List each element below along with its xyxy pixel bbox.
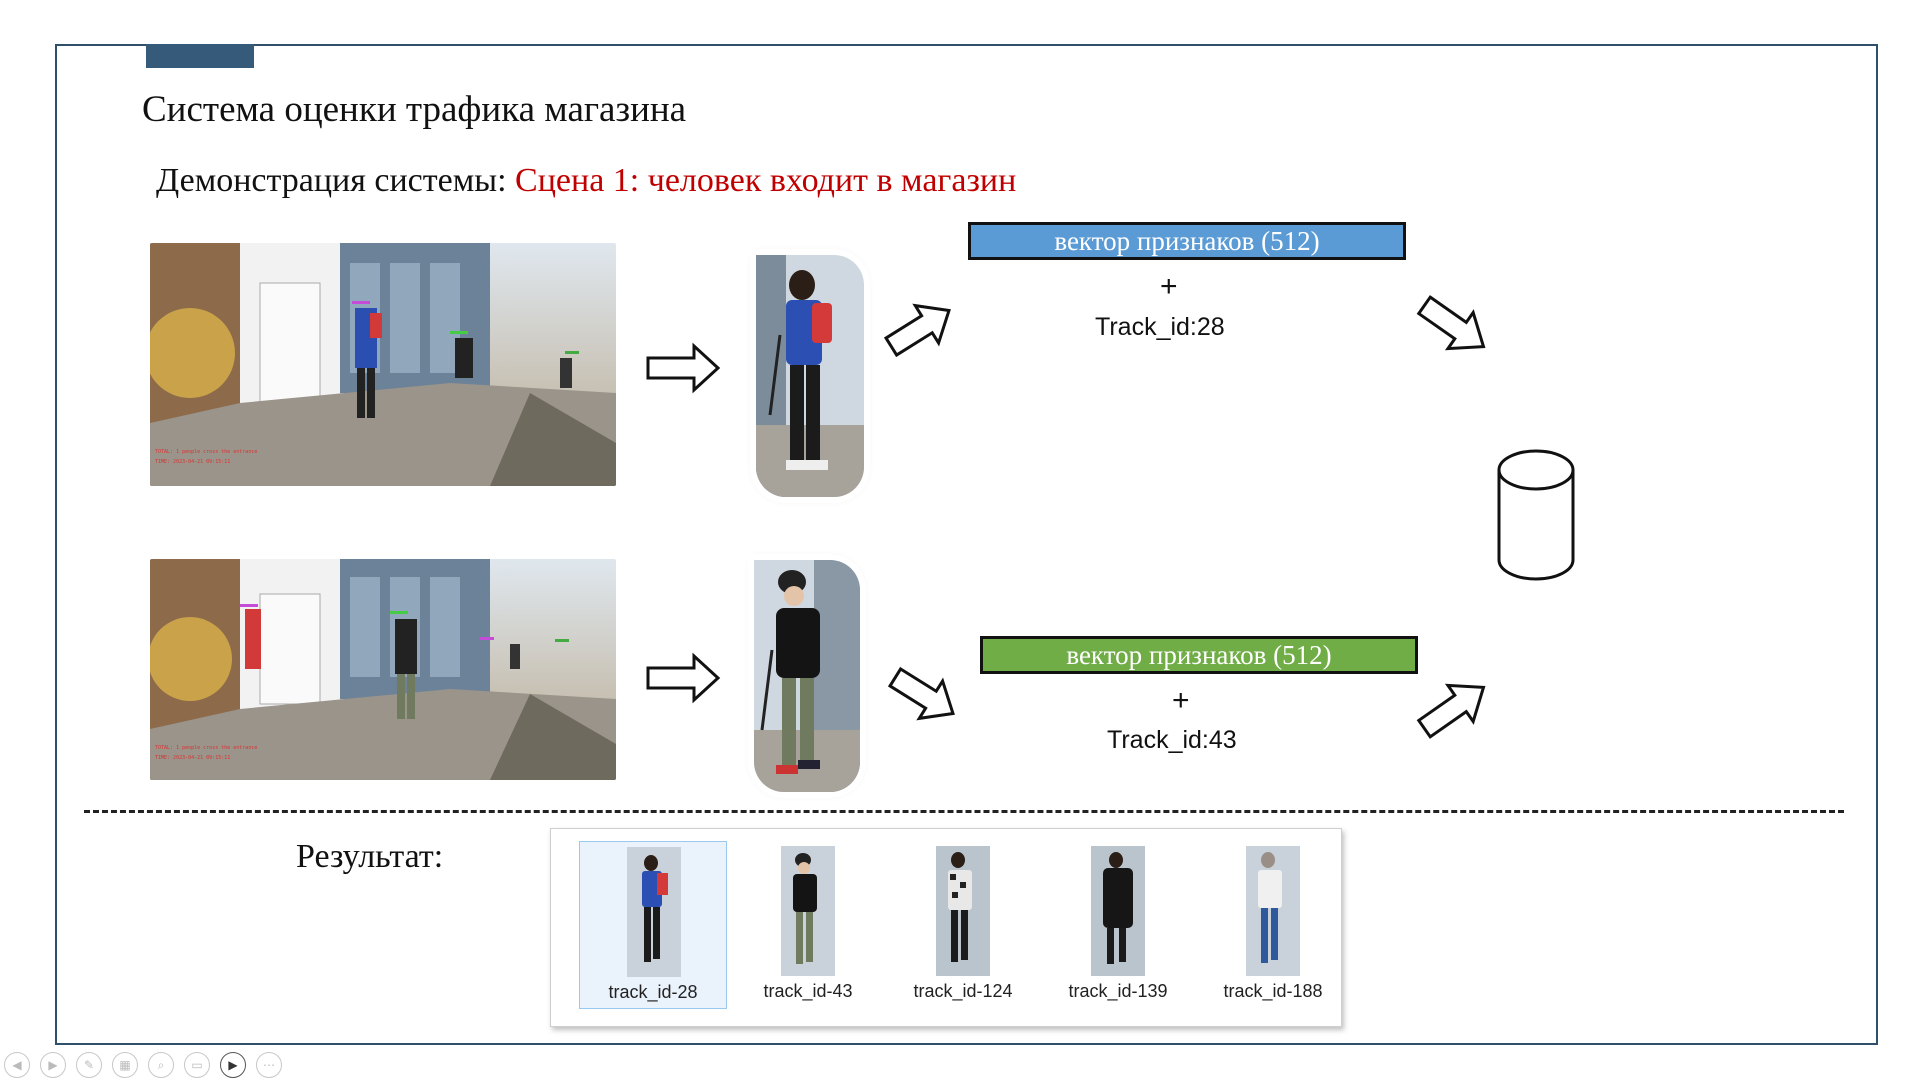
feature-vector-box-1: вектор признаков (512) — [968, 222, 1406, 260]
result-item-139[interactable]: track_id-139 — [1044, 841, 1192, 1009]
arrow-up-right-icon — [1416, 683, 1486, 739]
result-label: Результат: — [296, 838, 444, 875]
thumbnail-label: track_id-28 — [608, 982, 698, 1002]
slides-grid-icon[interactable]: ▦ — [112, 1052, 138, 1078]
thumbnail-image — [936, 846, 990, 976]
result-item-28[interactable]: track_id-28 — [579, 841, 727, 1009]
arrow-down-right-icon — [887, 666, 955, 721]
result-item-124[interactable]: track_id-124 — [889, 841, 1037, 1009]
thumbnail-image — [1091, 846, 1145, 976]
arrow-right-icon — [646, 342, 721, 394]
section-divider — [84, 810, 1844, 813]
zoom-icon[interactable]: ⌕ — [148, 1052, 174, 1078]
result-item-188[interactable]: track_id-188 — [1199, 841, 1347, 1009]
pen-icon[interactable]: ✎ — [76, 1052, 102, 1078]
scene-overlay-text: TOTAL: 1 people cross the entrance — [155, 745, 257, 751]
scene-overlay-text: TIME: 2023-04-21 09:15:11 — [155, 755, 230, 761]
track-id-label: Track_id:43 — [1107, 726, 1237, 754]
person-crop-image — [756, 255, 864, 497]
subtitle-prefix: Демонстрация системы: — [156, 162, 516, 199]
scene-image-1: TOTAL: 1 people cross the entrance TIME:… — [150, 243, 616, 486]
database-cylinder-icon — [1497, 449, 1575, 581]
thumbnail-label: track_id-139 — [1068, 981, 1168, 1001]
result-item-43[interactable]: track_id-43 — [734, 841, 882, 1009]
scene-overlay-text: TOTAL: 1 people cross the entrance — [155, 449, 257, 455]
slide-title: Система оценки трафика магазина — [142, 89, 687, 130]
slide-subtitle: Демонстрация системы: Сцена 1: человек в… — [156, 162, 1016, 200]
arrow-down-right-icon — [1416, 295, 1486, 351]
subtitle-scene: Сцена 1: человек входит в магазин — [515, 162, 1017, 199]
thumbnail-label: track_id-43 — [763, 981, 853, 1001]
thumbnail-label: track_id-188 — [1223, 981, 1323, 1001]
previous-icon[interactable]: ◀ — [4, 1052, 30, 1078]
arrow-up-right-icon — [883, 303, 951, 358]
feature-vector-box-2: вектор признаков (512) — [980, 636, 1418, 674]
more-icon[interactable]: ⋯ — [256, 1052, 282, 1078]
subtitles-icon[interactable]: ▭ — [184, 1052, 210, 1078]
next-icon[interactable]: ▶ — [40, 1052, 66, 1078]
feature-vector-label: вектор признаков (512) — [1066, 639, 1332, 670]
arrow-right-icon — [646, 652, 721, 704]
thumbnail-label: track_id-124 — [913, 981, 1013, 1001]
result-gallery: track_id-28 track_id-43 track_id-124 tra… — [550, 828, 1342, 1027]
scene-overlay-text: TIME: 2023-04-21 09:15:11 — [155, 459, 230, 465]
person-crop-image — [754, 560, 860, 792]
scene-image-2: TOTAL: 1 people cross the entrance TIME:… — [150, 559, 616, 780]
thumbnail-image — [781, 846, 835, 976]
thumbnail-image — [627, 847, 681, 977]
track-id-label: Track_id:28 — [1095, 313, 1225, 341]
plus-sign: + — [1172, 684, 1190, 717]
thumbnail-image — [1246, 846, 1300, 976]
plus-sign: + — [1160, 270, 1178, 303]
feature-vector-label: вектор признаков (512) — [1054, 225, 1320, 256]
camera-icon[interactable]: ▶ — [220, 1052, 246, 1078]
title-accent-bar — [146, 44, 254, 68]
presentation-toolbar: ◀ ▶ ✎ ▦ ⌕ ▭ ▶ ⋯ — [4, 1052, 282, 1080]
